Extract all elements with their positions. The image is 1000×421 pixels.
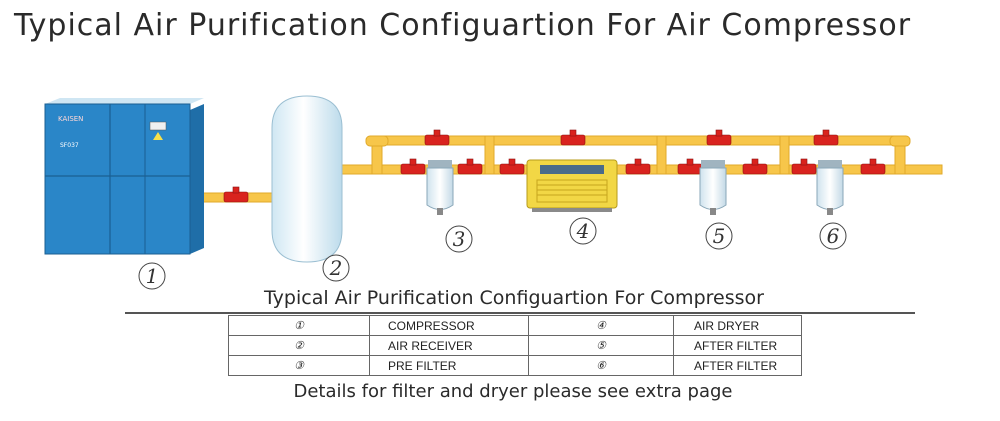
legend-component: COMPRESSOR: [369, 315, 529, 336]
valve: [625, 158, 651, 175]
table-row: ① COMPRESSOR ④ AIR DRYER: [228, 315, 802, 336]
compressor-brand: KAISEN: [58, 115, 83, 123]
legend-component: PRE FILTER: [369, 355, 529, 376]
air-dryer: [526, 159, 618, 212]
valve: [400, 158, 426, 175]
legend-component: AIR DRYER: [673, 315, 802, 336]
legend-number: ⑥: [528, 355, 674, 376]
after-filter-5: [699, 160, 727, 215]
valve: [860, 158, 886, 175]
valve: [457, 158, 483, 175]
compressor-model: SF037: [60, 142, 79, 149]
component-numbers: 1 2 3 4 5 6: [138, 217, 847, 290]
legend-table: ① COMPRESSOR ④ AIR DRYER ② AIR RECEIVER …: [228, 315, 802, 376]
legend-component: AIR RECEIVER: [369, 335, 529, 356]
legend-number: ②: [228, 335, 370, 356]
page-title: Typical Air Purification Configuartion F…: [14, 8, 912, 43]
svg-text:1: 1: [146, 264, 159, 288]
legend-title: Typical Air Purification Configuartion F…: [264, 287, 764, 309]
valves: [223, 129, 886, 203]
number-6: 6: [819, 222, 847, 250]
number-5: 5: [705, 222, 733, 250]
valve: [813, 129, 839, 146]
valve: [560, 129, 586, 146]
footnote: Details for filter and dryer please see …: [293, 381, 733, 402]
svg-text:6: 6: [827, 224, 840, 248]
valve: [223, 186, 249, 203]
after-filter-6: [816, 160, 844, 215]
legend-number: ⑤: [528, 335, 674, 356]
svg-text:4: 4: [576, 219, 590, 243]
valve: [791, 158, 817, 175]
valve: [499, 158, 525, 175]
svg-text:2: 2: [329, 256, 343, 280]
table-row: ② AIR RECEIVER ⑤ AFTER FILTER: [228, 335, 802, 356]
legend-number: ③: [228, 355, 370, 376]
legend-component: AFTER FILTER: [673, 355, 802, 376]
number-2: 2: [322, 254, 350, 282]
legend-number: ①: [228, 315, 370, 336]
air-receiver: [271, 95, 343, 263]
valve: [424, 129, 450, 146]
table-row: ③ PRE FILTER ⑥ AFTER FILTER: [228, 355, 802, 376]
svg-text:5: 5: [713, 224, 726, 248]
number-1: 1: [138, 262, 166, 290]
pre-filter: [426, 160, 454, 215]
valve: [677, 158, 703, 175]
legend-divider: [125, 312, 915, 314]
number-4: 4: [569, 217, 597, 245]
valve: [742, 158, 768, 175]
valve: [706, 129, 732, 146]
purification-diagram: KAISEN SF037 1 2 3 4 5 6: [44, 95, 943, 290]
number-3: 3: [445, 225, 473, 253]
legend-number: ④: [528, 315, 674, 336]
compressor-unit: KAISEN SF037: [44, 98, 204, 255]
legend-component: AFTER FILTER: [673, 335, 802, 356]
svg-text:3: 3: [453, 227, 466, 251]
